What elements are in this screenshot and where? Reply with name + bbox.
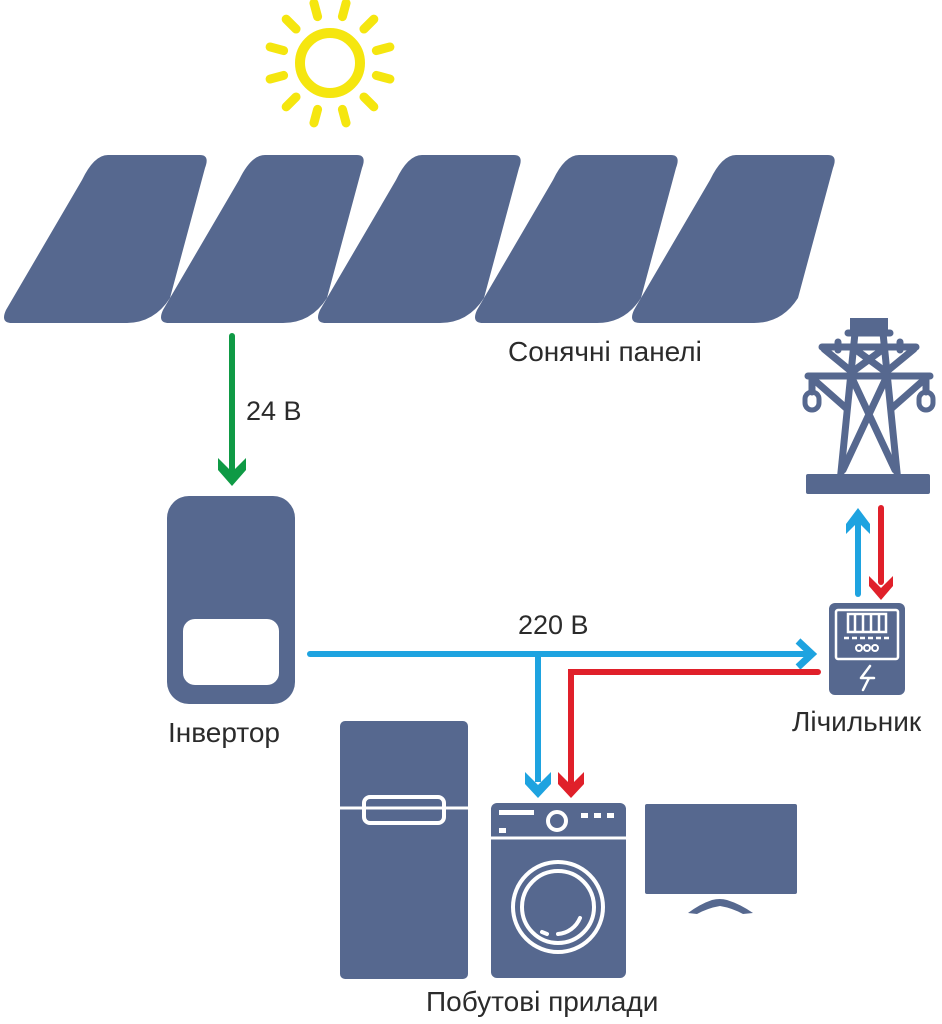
ac-voltage-label: 220 В	[518, 610, 589, 640]
solar-panel	[4, 155, 207, 323]
solar-panel	[318, 155, 521, 323]
sun-ray	[359, 92, 379, 112]
sun-icon	[265, 0, 395, 128]
ac-line-to-meter	[307, 638, 818, 670]
sun-ray	[309, 0, 323, 22]
electric-meter-icon	[829, 603, 905, 695]
sun-ray	[281, 92, 301, 112]
ac-line-to-appliances	[525, 654, 551, 798]
sun-ray	[359, 14, 379, 34]
power-tower-icon	[802, 318, 936, 494]
meter-label: Лічильник	[792, 706, 922, 737]
solar-panel	[161, 155, 364, 323]
solar-panel	[475, 155, 678, 323]
sun-ray	[371, 70, 395, 84]
inverter-icon	[167, 496, 295, 704]
inverter-label: Інвертор	[168, 717, 280, 748]
sun-ray	[265, 42, 289, 56]
meter-to-grid-arrow	[846, 508, 870, 597]
dc-voltage-label: 24 В	[246, 396, 302, 426]
sun-ray	[371, 42, 395, 56]
dc-arrow	[218, 333, 246, 486]
grid-to-meter-arrow	[869, 505, 893, 600]
sun-ray	[309, 104, 323, 128]
sun-ray	[265, 70, 289, 84]
solar-panels	[4, 155, 835, 323]
sun-ray	[337, 104, 351, 128]
washing-machine-icon	[491, 803, 626, 978]
sun-ray	[281, 14, 301, 34]
grid-line-to-appliances	[558, 669, 821, 798]
refrigerator-icon	[340, 721, 468, 979]
appliances-label: Побутові прилади	[426, 986, 659, 1017]
sun-ray	[337, 0, 351, 22]
solar-panel	[632, 155, 835, 323]
tv-icon	[645, 804, 797, 914]
solar-panels-label: Сонячні панелі	[508, 336, 702, 367]
